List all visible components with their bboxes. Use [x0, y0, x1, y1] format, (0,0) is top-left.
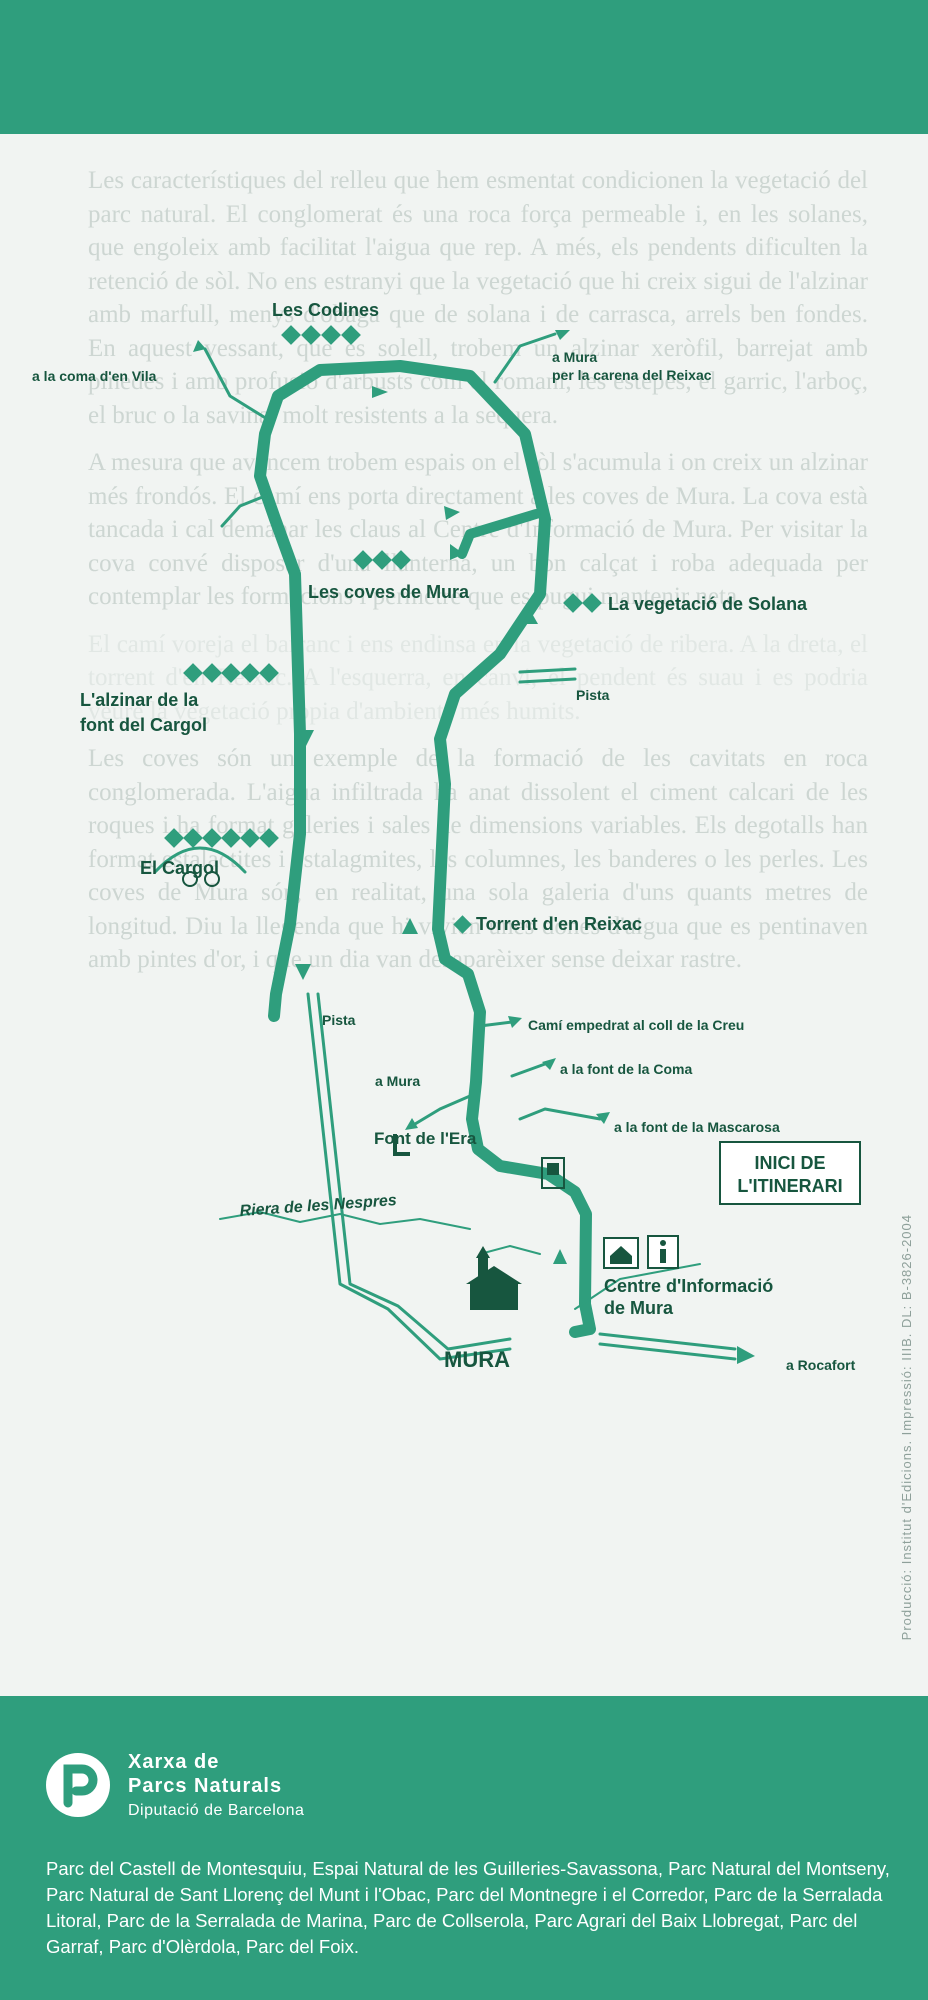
itinerary-map: Les Codines a la coma d'en Vila a Mura p…	[32, 300, 861, 1373]
font-era-icon	[393, 1134, 410, 1156]
label-inici-1: INICI DE	[754, 1153, 825, 1173]
arrow-pista	[295, 964, 311, 980]
cargol-diamonds	[164, 828, 279, 848]
loop-path-west	[220, 492, 272, 528]
carena-branch	[493, 332, 557, 384]
codines-branch	[203, 347, 274, 424]
label-mura-carena-1: a Mura	[552, 349, 597, 365]
to-mascarosa	[518, 1107, 602, 1121]
inici-box	[719, 1141, 861, 1205]
road-rocafort	[598, 1332, 737, 1361]
label-mura-carena-2: per la carena del Reixac	[552, 367, 712, 383]
loop-connector	[457, 509, 541, 559]
info-centre-house-icon	[603, 1237, 639, 1269]
label-cami-empedrat: Camí empedrat al coll de la Creu	[528, 1017, 744, 1033]
label-riera: Riera de les Nespres	[239, 1192, 397, 1220]
cargol-hill	[153, 846, 247, 874]
label-inici-2: L'ITINERARI	[737, 1176, 842, 1196]
riera-stream-2	[479, 1245, 541, 1255]
inici-pictogram-icon	[541, 1157, 565, 1189]
arrow-coves-2	[450, 544, 464, 560]
arrow-solana	[522, 610, 538, 624]
cargol-snail-icon	[182, 871, 220, 887]
label-rocafort: a Rocafort	[786, 1357, 856, 1373]
org-line2: Parcs Naturals	[128, 1775, 283, 1797]
org-line1: Xarxa de	[128, 1751, 220, 1773]
label-coma-vila: a la coma d'en Vila	[32, 368, 157, 384]
label-mura: MURA	[444, 1347, 510, 1372]
to-mura	[413, 1094, 472, 1126]
label-font-mascarosa: a la font de la Mascarosa	[614, 1119, 780, 1135]
main-route	[254, 360, 596, 1338]
pista-south	[306, 992, 512, 1361]
arrow-mascarosa	[596, 1112, 610, 1124]
park-logo-icon	[46, 1753, 110, 1817]
codines-diamonds	[281, 325, 361, 345]
riera-stream	[219, 1211, 471, 1230]
info-centre-i-icon	[647, 1235, 679, 1269]
label-torrent: Torrent d'en Reixac	[476, 914, 642, 934]
label-pista-south: Pista	[322, 1012, 356, 1028]
arrow-north-1	[372, 386, 388, 398]
pista-north	[518, 667, 577, 684]
arrow-inici	[553, 1249, 567, 1264]
torrent-diamond	[453, 915, 472, 934]
arrow-torrent	[402, 918, 418, 934]
arrow-mura	[405, 1118, 418, 1130]
label-coves: Les coves de Mura	[308, 582, 470, 602]
org-line3: Diputació de Barcelona	[128, 1802, 305, 1819]
coves-diamonds	[353, 550, 411, 570]
label-codines: Les Codines	[272, 300, 379, 320]
footer: Xarxa de Parcs Naturals Diputació de Bar…	[0, 1696, 928, 2000]
church-icon	[466, 1246, 522, 1310]
arrow-cami	[508, 1016, 522, 1028]
arrow-rocafort	[737, 1346, 755, 1364]
label-centre-1: Centre d'Informació	[604, 1276, 773, 1296]
label-alzinar-2: font del Cargol	[80, 715, 207, 735]
arrow-coma	[542, 1058, 556, 1070]
label-font-coma: a la font de la Coma	[560, 1061, 692, 1077]
arrow-coves-1	[444, 506, 460, 520]
arrow-codines	[193, 340, 206, 352]
alzinar-diamonds	[183, 663, 279, 683]
label-cargol: El Cargol	[140, 858, 219, 878]
solana-diamonds	[563, 593, 602, 613]
to-font-coma	[510, 1062, 547, 1078]
label-alzinar-1: L'alzinar de la	[80, 690, 199, 710]
network-name: Xarxa de Parcs Naturals Diputació de Bar…	[128, 1750, 304, 1820]
network-logo: Xarxa de Parcs Naturals Diputació de Bar…	[46, 1750, 304, 1820]
label-a-mura: a Mura	[375, 1073, 420, 1089]
arrow-carena	[555, 330, 570, 340]
cami-empedrat	[478, 1020, 514, 1028]
label-font-era: Font de l'Era	[374, 1129, 477, 1148]
label-centre-2: de Mura	[604, 1298, 674, 1318]
top-green-band	[0, 0, 928, 134]
label-solana: La vegetació de Solana	[608, 594, 808, 614]
arrow-alzinar	[298, 730, 314, 746]
parks-list: Parc del Castell de Montesquiu, Espai Na…	[46, 1858, 890, 1957]
label-pista-north: Pista	[576, 687, 610, 703]
